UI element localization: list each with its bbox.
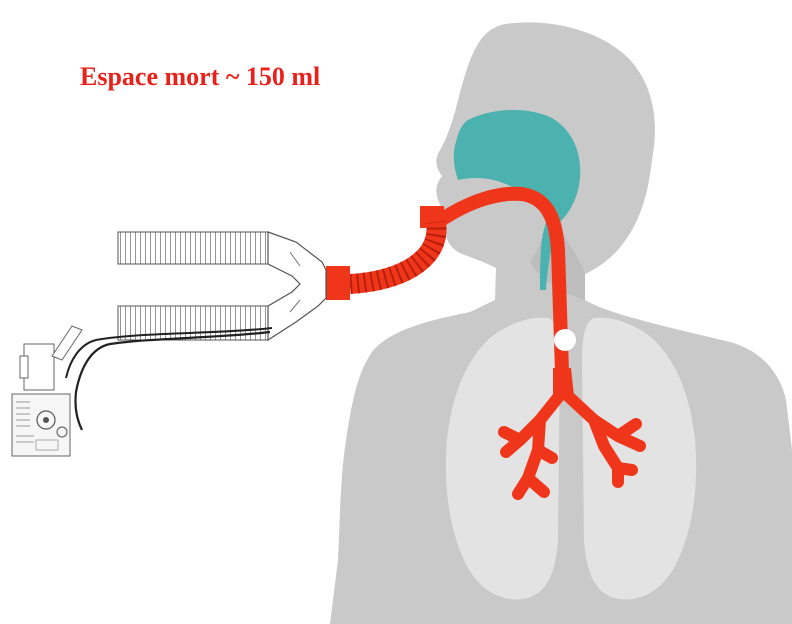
red-corrugated-connector [326,222,437,300]
wire-1 [75,332,270,430]
y-connector-red [326,266,350,300]
inspiratory-tube [118,232,268,264]
ventilator-tubing [66,232,326,430]
y-piece [268,232,326,340]
carina-highlight [554,329,576,351]
dead-space-title: Espace mort ~ 150 ml [80,62,320,92]
ventilator-device-icon [12,326,82,456]
